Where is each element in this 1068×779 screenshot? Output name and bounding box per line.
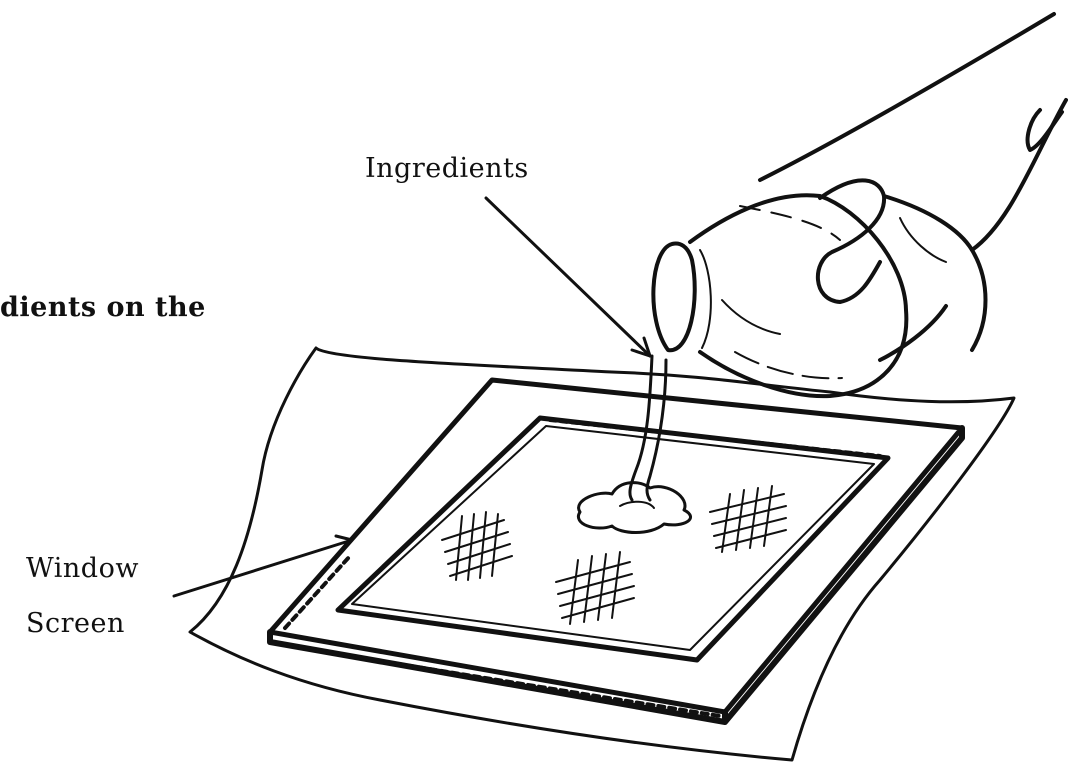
hatch-right <box>710 486 786 552</box>
puddle-inner <box>620 502 654 508</box>
caption-fragment: dients on the <box>0 292 206 323</box>
puddle <box>578 483 690 533</box>
mesh-dots-top <box>550 420 880 456</box>
ingredients-arrow <box>486 198 650 356</box>
hatch-center <box>556 552 634 624</box>
screen-label: Screen <box>26 608 125 639</box>
jar <box>653 195 906 396</box>
hand <box>760 14 1066 360</box>
ingredients-label: Ingredients <box>365 153 529 184</box>
hatch-left <box>442 512 512 580</box>
mesh-dots-left <box>285 556 350 628</box>
window-label: Window <box>26 553 139 584</box>
